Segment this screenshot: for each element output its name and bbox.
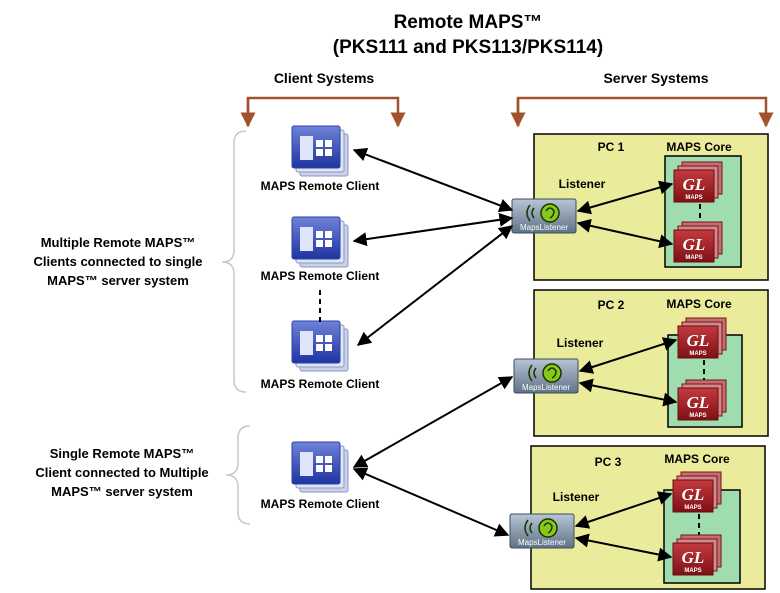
- client-computer-icon: [291, 125, 349, 177]
- server-bracket: [510, 96, 774, 128]
- gl-logo-subtext: MAPS: [684, 568, 701, 574]
- listener-icon-text: MapsListener: [520, 223, 568, 232]
- arrow-client4-listener3: [352, 467, 510, 537]
- maps-core-label: MAPS Core: [666, 297, 732, 311]
- arrow-listener-core-top: [578, 337, 678, 374]
- arrow-listener-core-top: [574, 491, 673, 529]
- multi-clients-description: Multiple Remote MAPS™ Clients connected …: [33, 235, 202, 288]
- arrow-client3-listener1: [356, 225, 514, 346]
- single-desc-line1: Single Remote MAPS™: [50, 446, 194, 461]
- gl-logo-text: GL: [682, 548, 705, 567]
- maps-core-label: MAPS Core: [666, 140, 732, 154]
- client-label: MAPS Remote Client: [261, 269, 380, 283]
- single-client-description: Single Remote MAPS™ Client connected to …: [35, 446, 208, 499]
- pc-label: PC 3: [595, 455, 622, 469]
- arrow-listener-core-bottom: [574, 533, 673, 562]
- arrow-client4-listener2: [352, 376, 514, 468]
- arrow-client2-listener1: [352, 212, 514, 247]
- single-desc-line3: MAPS™ server system: [51, 484, 193, 499]
- gl-logo-text: GL: [687, 393, 710, 412]
- multi-desc-line3: MAPS™ server system: [47, 273, 189, 288]
- diagram-title-line2: (PKS111 and PKS113/PKS114): [333, 37, 603, 58]
- maps-core-label: MAPS Core: [664, 452, 730, 466]
- maps-listener-icon: MapsListener: [511, 198, 577, 234]
- arrow-listener-core-bottom: [578, 378, 678, 407]
- listener-label: Listener: [553, 490, 600, 504]
- diagram-title-line1: Remote MAPS™: [394, 12, 543, 33]
- multi-clients-brace: [221, 130, 247, 393]
- multi-desc-line2: Clients connected to single: [33, 254, 202, 269]
- gl-logo-text: GL: [682, 485, 705, 504]
- gl-logo-text: GL: [683, 235, 706, 254]
- multi-desc-line1: Multiple Remote MAPS™: [41, 235, 196, 250]
- client-bracket: [240, 96, 406, 128]
- listener-label: Listener: [559, 177, 606, 191]
- client-computer-icon: [291, 320, 349, 372]
- single-client-brace: [225, 425, 251, 525]
- client-label: MAPS Remote Client: [261, 497, 380, 511]
- server-systems-header: Server Systems: [603, 70, 708, 86]
- client-computer-icon: [291, 441, 349, 493]
- client-label: MAPS Remote Client: [261, 377, 380, 391]
- maps-listener-icon: MapsListener: [513, 358, 579, 394]
- gl-logo-subtext: MAPS: [689, 413, 706, 419]
- gl-logo-subtext: MAPS: [684, 505, 701, 511]
- pc-label: PC 1: [598, 140, 625, 154]
- gl-logo-subtext: MAPS: [685, 195, 702, 201]
- gl-logo-text: GL: [683, 175, 706, 194]
- maps-remote-client: MAPS Remote Client: [261, 320, 380, 391]
- maps-remote-client: MAPS Remote Client: [261, 441, 380, 511]
- maps-listener-icon: MapsListener: [509, 513, 575, 549]
- listener-icon-text: MapsListener: [518, 538, 566, 547]
- maps-remote-client: MAPS Remote Client: [261, 216, 380, 283]
- client-computer-icon: [291, 216, 349, 268]
- client-systems-header: Client Systems: [274, 70, 375, 86]
- gl-logo-subtext: MAPS: [685, 255, 702, 261]
- client-label: MAPS Remote Client: [261, 179, 380, 193]
- arrow-listener-core-bottom: [576, 218, 674, 249]
- gl-logo-text: GL: [687, 331, 710, 350]
- arrow-listener-core-top: [576, 180, 674, 215]
- client-listener-arrows: [352, 147, 514, 537]
- pc-label: PC 2: [598, 298, 625, 312]
- arrow-client1-listener1: [352, 147, 514, 213]
- single-desc-line2: Client connected to Multiple: [35, 465, 208, 480]
- listener-label: Listener: [557, 336, 604, 350]
- listener-icon-text: MapsListener: [522, 383, 570, 392]
- gl-logo-subtext: MAPS: [689, 351, 706, 357]
- maps-remote-client: MAPS Remote Client: [261, 125, 380, 193]
